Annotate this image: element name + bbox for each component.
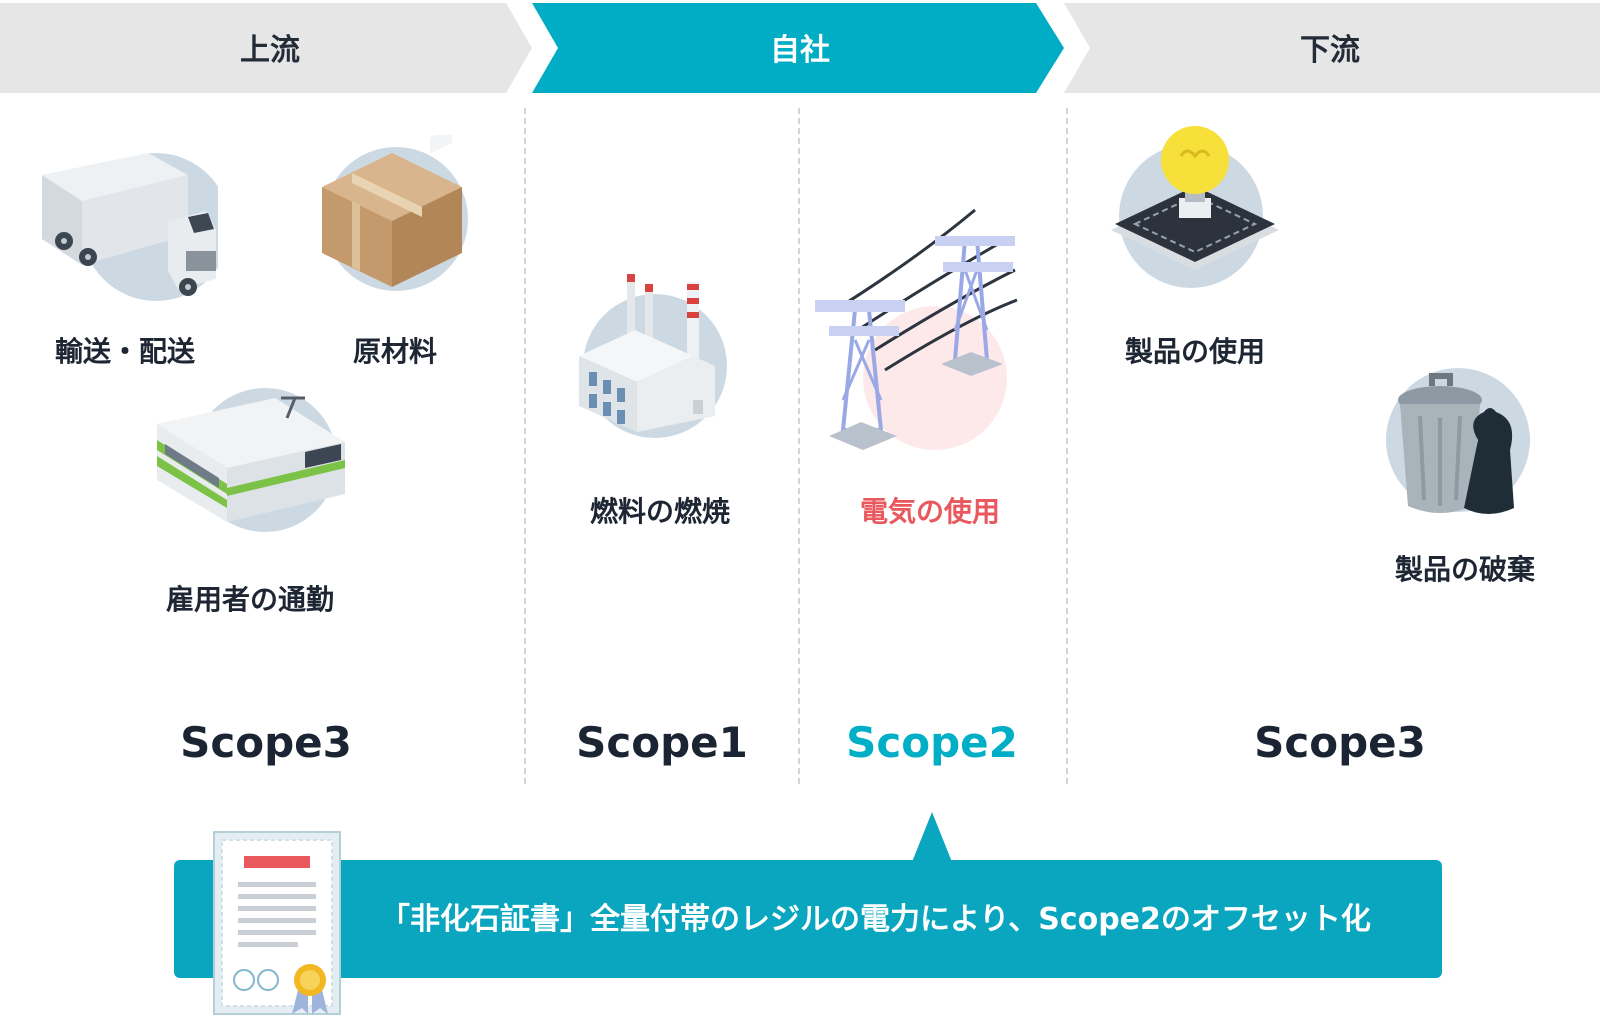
item-transport: 輸送・配送 <box>54 335 195 368</box>
divider-scope1-scope2 <box>798 108 800 784</box>
scope3-upstream-label: Scope3 <box>180 718 352 767</box>
scope1-label: Scope1 <box>576 718 748 767</box>
item-raw-materials: 原材料 <box>352 335 437 368</box>
header-company-label: 自社 <box>770 33 830 68</box>
truck-icon <box>42 153 218 301</box>
scope3-downstream-label: Scope3 <box>1254 718 1426 767</box>
callout-box <box>174 860 1442 978</box>
header-downstream-chevron <box>1064 3 1600 93</box>
item-electricity-use: 電気の使用 <box>859 495 1000 528</box>
item-commuting: 雇用者の通勤 <box>165 583 334 616</box>
scope2-label: Scope2 <box>846 718 1018 767</box>
train-icon <box>157 388 345 532</box>
callout-pointer <box>912 812 952 862</box>
header-downstream-label: 下流 <box>1300 33 1360 68</box>
header-band <box>0 3 1600 93</box>
header-company-chevron <box>532 3 1064 93</box>
trash-can-icon <box>1386 368 1530 514</box>
box-icon <box>322 135 468 291</box>
item-fuel-combustion: 燃料の燃焼 <box>589 495 730 528</box>
light-bulb-icon <box>1111 126 1279 288</box>
header-upstream-label: 上流 <box>240 33 300 68</box>
item-product-use: 製品の使用 <box>1124 335 1265 368</box>
divider-upstream-company <box>524 108 526 784</box>
header-upstream-chevron <box>0 3 532 93</box>
factory-icon <box>579 274 727 438</box>
divider-company-downstream <box>1066 108 1068 784</box>
callout-text: 「非化石証書」全量付帯のレジルの電力により、Scope2のオフセット化 <box>380 902 1371 937</box>
power-tower-icon <box>815 208 1018 450</box>
certificate-overlay-icon <box>213 831 341 1015</box>
item-product-disposal: 製品の破棄 <box>1394 553 1535 586</box>
